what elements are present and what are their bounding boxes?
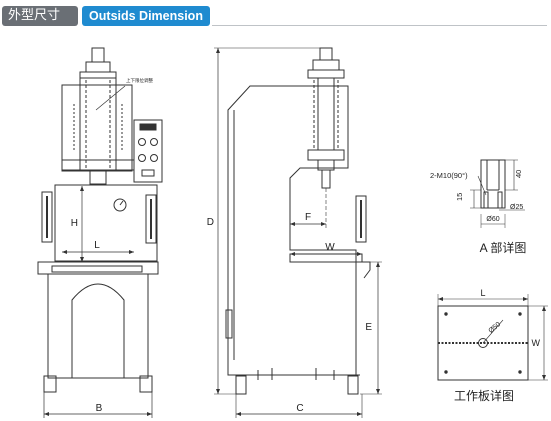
side-table [289,253,363,263]
side-punch [321,169,331,189]
front-dim-b: B [96,403,103,414]
front-upper-frame [61,84,133,172]
detail-a-thread [497,191,503,209]
front-dim-l: L [94,240,100,251]
work-plate: L Ø50 W 工作板详图 [437,288,548,403]
plate-dim-w: W [532,338,541,348]
side-guard [355,195,367,243]
side-dim-f: F [305,212,311,223]
front-cylinder-cap [85,61,111,73]
front-cylinder-flange [79,71,117,79]
pressure-gauge-icon [113,198,127,212]
front-dim-h: H [71,218,78,229]
detail-a-dim-15: 15 [455,193,464,201]
side-foot [347,375,359,395]
left-guard [41,191,53,243]
panel-button [150,138,158,146]
front-work-plate [51,265,143,273]
detail-a-dim-25: Ø25 [510,204,523,211]
front-ram [89,169,107,185]
plate-caption: 工作板详图 [454,388,514,403]
panel-button [150,154,158,162]
panel-switch [141,169,155,177]
side-door [225,309,233,339]
side-c-frame [227,85,357,376]
side-cylinder-top [319,47,333,61]
front-body [54,184,158,262]
side-head-block [307,149,345,161]
detail-a-thread-label: 2-M10(90°) [430,171,468,180]
front-head-block [61,159,135,171]
side-cylinder-cap [312,59,340,71]
title-en-badge: Outsids Dimension [82,6,210,26]
header-rule [212,25,547,26]
front-foot [139,375,153,393]
front-foot [43,375,57,393]
side-dim-w: W [325,242,335,253]
detail-a-caption: A 部详图 [480,240,527,255]
detail-a-dim-60: Ø60 [486,216,499,223]
panel-button [138,138,146,146]
side-cylinder-body [317,77,335,151]
front-callout-text: 上下限位调整 [126,77,153,84]
side-table-lip [362,261,371,279]
front-base-arch [71,283,125,378]
detail-a-thread [483,191,489,209]
title-cn-badge: 外型尺寸 [2,6,78,26]
plate-dim-l: L [480,288,485,298]
front-base [47,273,149,379]
detail-a: 2-M10(90°) 40 15 Ø25 Ø60 A 部详图 [430,159,527,255]
detail-a-dim-40: 40 [514,170,523,178]
panel-label-plate [139,123,157,131]
detail-a-body [480,159,506,209]
panel-button [138,154,146,162]
right-guard [145,194,157,244]
plate-center-hole [478,338,488,348]
side-dim-d: D [207,217,214,228]
side-dim-c: C [296,403,303,414]
side-foot [235,375,247,395]
side-cylinder-flange [307,69,345,79]
side-view: D F W E C [207,47,382,418]
section-header: 外型尺寸 Outsids Dimension [2,6,547,28]
front-view: 上下限位调整 L [37,47,163,418]
control-panel [133,119,163,183]
side-dim-e: E [365,322,372,333]
front-cylinder-top [91,47,105,63]
